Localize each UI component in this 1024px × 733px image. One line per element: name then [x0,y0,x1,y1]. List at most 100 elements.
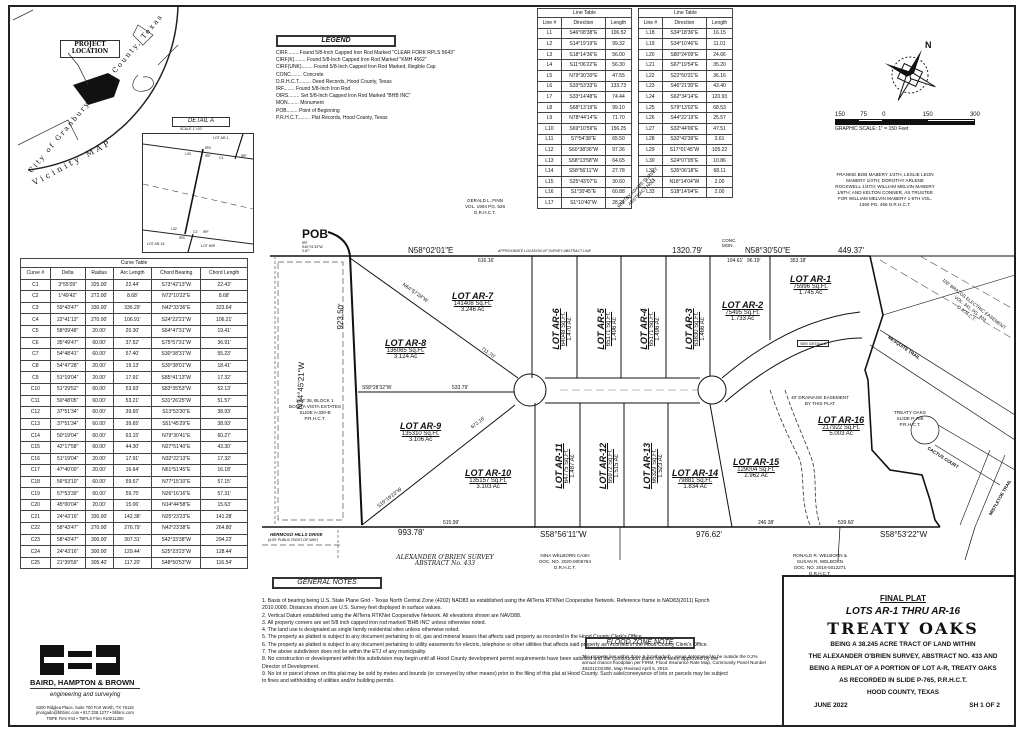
table-cell: C4 [20,313,51,326]
lots-range: LOTS AR-1 THRU AR-16 [845,606,961,617]
owner-mabery: FRANKIE BOB MABERY 1/4TH, LESLIE LEON MA… [835,172,935,207]
table-cell: C3 [20,301,51,315]
title-block-border [782,575,1016,727]
table-cell: 18.41' [200,359,248,373]
table-cell: N42°33'36"E [151,301,202,315]
length-west: 923.50' [335,303,346,330]
table-cell: 330.00' [84,301,114,315]
seg-353: 353.18' [790,258,807,264]
table-cell: C20 [20,498,51,512]
line-table-2-title: Line Table [638,8,733,17]
owner-cash: NINA WELBORN CASH DOC. NO. 2020-0006764 … [539,553,591,570]
table-cell: 276.79' [112,522,153,535]
table-cell: S51°45'29"E [151,417,202,431]
table-cell: 44.30' [112,440,153,454]
table-cell: N77°15'10"E [151,475,202,489]
table-cell: 59°43'47" [49,301,86,315]
table-cell: 28.21 [604,197,633,209]
table-cell: 37°51'34" [49,406,86,419]
table-cell: N79°30'41"E [151,429,202,442]
legend-item: D.R.H.C.T......... Deed Records, Hood Co… [276,78,392,85]
detail-c1-label: C1 [219,156,224,160]
table-cell: S31°26'25"W [151,394,202,408]
table-cell: 17.32' [200,452,248,466]
table-cell: 51.57' [200,394,248,408]
plat-date: JUNE 2022 [814,702,848,709]
table-cell: N27°51'40"E [151,440,202,454]
table-cell: 22°41'13" [49,313,86,326]
table-cell: 60.00' [84,429,114,442]
table-cell: C17 [20,464,51,477]
table-cell: S13°53'30"E [151,406,202,419]
table-cell: C22 [20,522,51,535]
table-cell: N25°23'23"E [151,510,202,524]
detail-lot-60r: LOT 60R [201,244,216,248]
col-header: Chord Length [200,267,248,280]
table-cell: 129.44' [112,545,153,558]
table-cell: 325.00' [84,278,114,292]
north-arrow-icon [884,49,936,101]
detail-lot-ar16: LOT AR-16 [147,242,165,246]
table-cell: N32°22'13"E [151,452,202,466]
table-cell: C5 [20,324,51,338]
table-cell: 58°43'47" [49,522,86,535]
table-cell: C10 [20,382,51,396]
table-cell: S64°47'31"W [151,324,202,338]
table-cell: 330.00' [84,510,114,524]
subdivision-name: TREATY OAKS [827,619,979,638]
table-cell: 60.00' [84,348,114,361]
table-cell: 300.00' [84,545,114,558]
table-cell: 59.57' [112,475,153,489]
detail-c2-label: C2 [193,230,198,234]
table-cell: 56°53'10" [49,475,86,489]
table-cell: C6 [20,336,51,350]
table-cell: 60.00' [84,487,114,500]
final-plat-label: FINAL PLAT [880,594,926,603]
detail-irs-label: IRS [205,146,211,150]
col-header: Chord Bearing [151,267,202,280]
owner-welborn: RONALD R. WELBORN & SUSAN R. WELBORN DOC… [793,553,847,576]
note-item: 2. Vertical Datum established using the … [262,612,522,619]
general-notes: 1. Basis of bearing being U.S. State Pla… [262,598,732,686]
table-cell: 37.52' [112,336,153,350]
curve-table: Curve Table Curve # Delta Radius Arc Len… [20,258,248,570]
table-cell: 20.00' [84,498,114,512]
table-cell: 128.44' [200,545,248,558]
table-cell: 336.29' [112,301,153,315]
detail-l32-label: L32 [171,227,177,231]
detail-l33-label: L33 [185,152,191,156]
bearing-south-1: S58°56'11"W [540,530,587,539]
table-cell: 51°19'04" [49,452,86,466]
table-cell: 20.00' [84,371,114,384]
table-cell: C16 [20,452,51,466]
legend-title: LEGEND [276,35,396,47]
table-cell: 54°48'41" [49,348,86,361]
table-cell: 24°43'16" [49,510,86,524]
title-line-5: HOOD COUNTY, TEXAS [866,689,940,696]
table-cell: 36.91' [200,336,248,350]
note-item: 7. The above subdivision does not lie wi… [262,649,427,656]
table-cell: 270.00' [84,313,114,326]
table-cell: C9 [20,371,51,384]
legend-list: CIRF........ Found 5/8-Inch Capped Iron … [276,50,526,122]
table-cell: S85°41'13"W [151,371,202,384]
table-cell: 106.91' [112,313,153,326]
table-cell: 20.00' [84,464,114,477]
seg-96: 96.19' [747,258,761,264]
